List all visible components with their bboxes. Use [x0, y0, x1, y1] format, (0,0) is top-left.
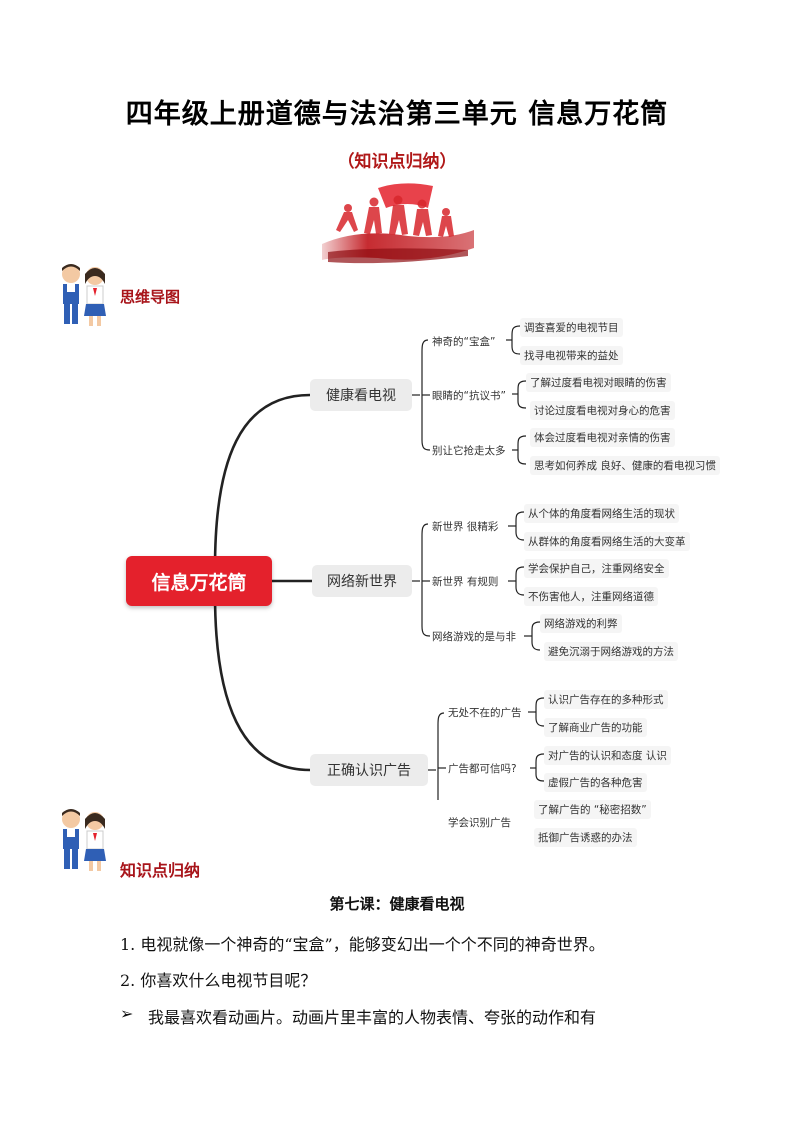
item: 体会过度看电视对亲情的伤害 [530, 428, 675, 447]
paragraph-3: 我最喜欢看动画片。动画片里丰富的人物表情、夸张的动作和有 [148, 1008, 597, 1027]
item: 抵御广告诱惑的办法 [534, 828, 637, 847]
item: 网络游戏的利弊 [540, 614, 622, 633]
children-icon [62, 809, 106, 871]
item: 从个体的角度看网络生活的现状 [524, 504, 679, 523]
item: 认识广告存在的多种形式 [544, 690, 668, 709]
item: 调查喜爱的电视节目 [520, 318, 623, 337]
item: 了解广告的 “秘密招数” [534, 800, 651, 819]
banner-illustration [322, 183, 474, 264]
item: 对广告的认识和态度 认识 [544, 746, 671, 765]
branch-network-world: 网络新世界 [312, 565, 412, 597]
mindmap-root: 信息万花筒 [126, 556, 272, 606]
mindmap-connectors [213, 325, 545, 800]
paragraph-2: 2. 你喜欢什么电视节目呢？ [120, 971, 317, 990]
item: 了解过度看电视对眼睛的伤害 [526, 373, 671, 392]
section-label-mindmap: 思维导图 [120, 288, 181, 306]
topic-ads-trust: 广告都可信吗? [448, 763, 517, 775]
item: 虚假广告的各种危害 [544, 773, 647, 792]
item: 找寻电视带来的益处 [520, 346, 623, 365]
item: 从群体的角度看网络生活的大变革 [524, 532, 690, 551]
section-label-knowledge: 知识点归纳 [120, 861, 201, 880]
topic-identify-ads: 学会识别广告 [448, 817, 511, 829]
item: 了解商业广告的功能 [544, 718, 647, 737]
topic-games: 网络游戏的是与非 [432, 631, 516, 643]
bullet-glyph: ➢ [120, 1004, 134, 1023]
branch-health-tv: 健康看电视 [310, 379, 412, 411]
topic-magic-box: 神奇的“宝盒” [432, 336, 496, 348]
item: 避免沉溺于网络游戏的方法 [544, 642, 678, 661]
page-title: 四年级上册道德与法治第三单元 信息万花筒 [125, 99, 669, 130]
topic-eye-protest: 眼睛的“抗议书” [432, 390, 506, 402]
item: 不伤害他人，注重网络道德 [524, 587, 658, 606]
topic-ads-everywhere: 无处不在的广告 [448, 707, 522, 719]
topic-rules: 新世界 有规则 [432, 576, 499, 588]
paragraph-1: 1. 电视就像一个神奇的“宝盒”，能够变幻出一个个不同的神奇世界。 [120, 935, 605, 954]
children-icon [62, 264, 106, 326]
item: 思考如何养成 良好、健康的看电视习惯 [530, 456, 720, 475]
topic-wonderful: 新世界 很精彩 [432, 521, 499, 533]
item: 学会保护自己，注重网络安全 [524, 559, 669, 578]
topic-too-much: 别让它抢走太多 [432, 445, 506, 457]
branch-ads: 正确认识广告 [310, 754, 428, 786]
lesson-title: 第七课：健康看电视 [329, 895, 465, 913]
page-subtitle: （知识点归纳） [337, 152, 457, 172]
item: 讨论过度看电视对身心的危害 [530, 401, 675, 420]
